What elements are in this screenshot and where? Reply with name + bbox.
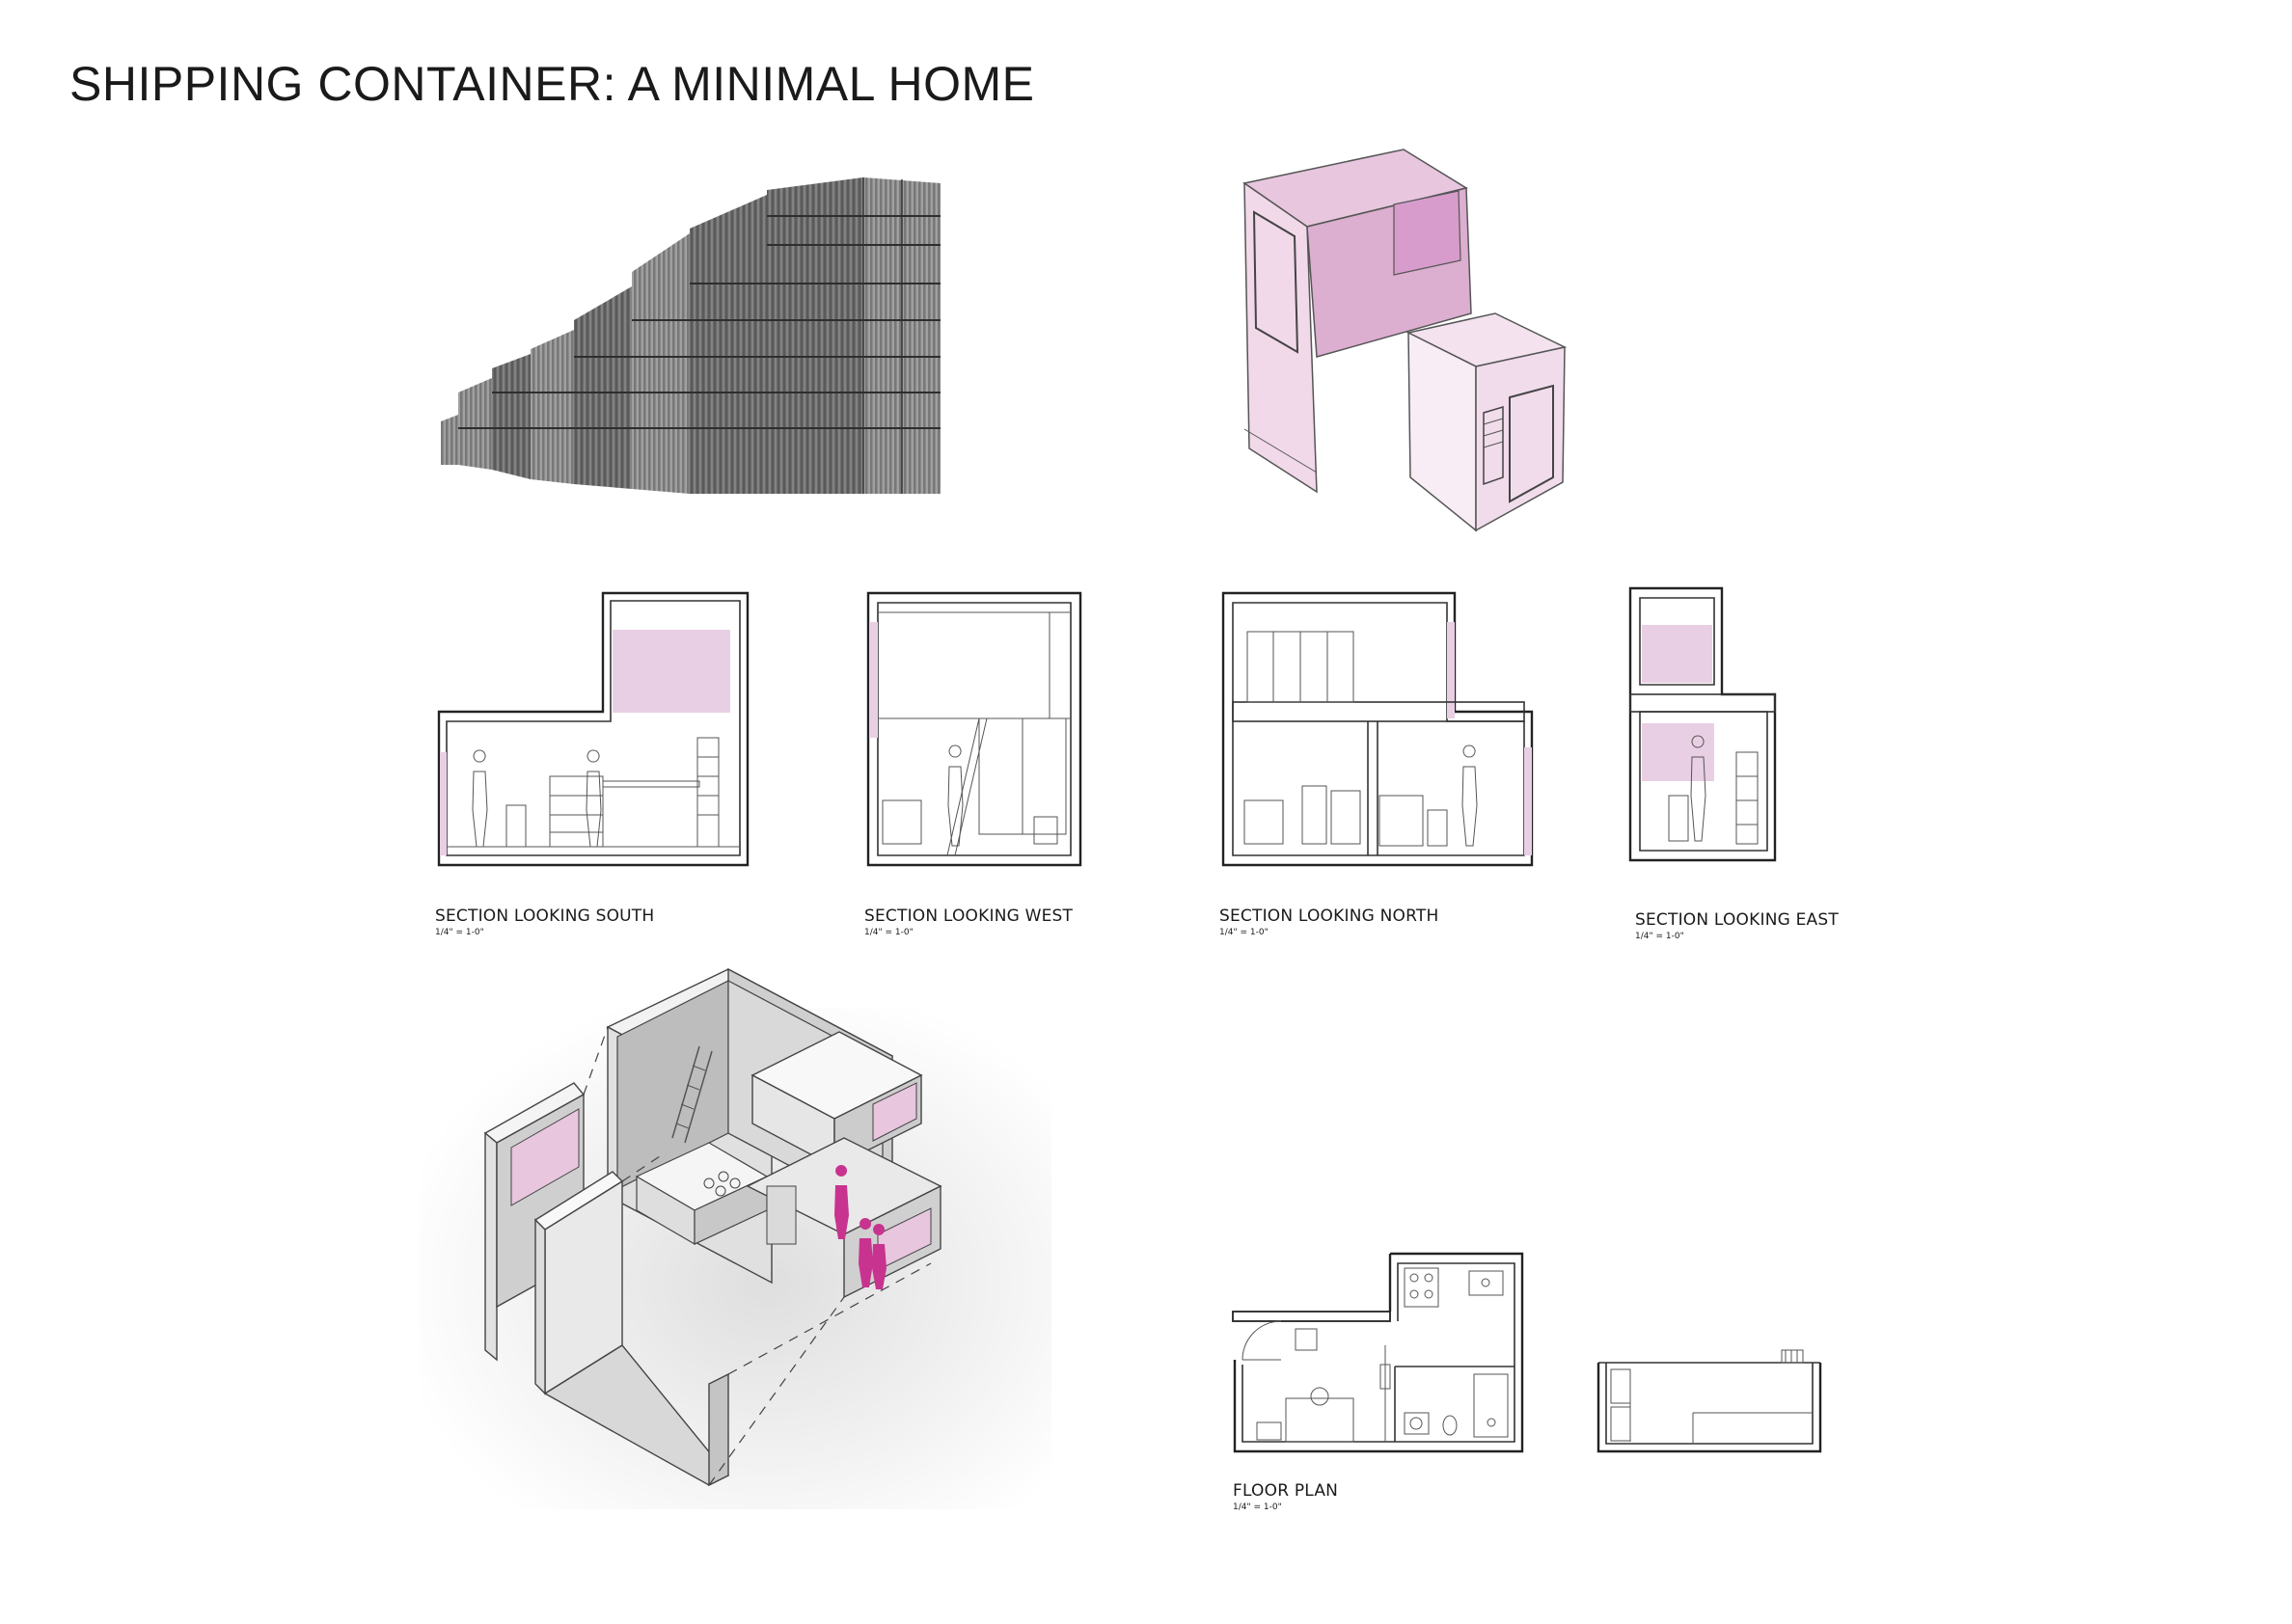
- section-south-caption: SECTION LOOKING SOUTH 1/4" = 1-0": [435, 907, 654, 937]
- section-east-label: SECTION LOOKING EAST: [1635, 910, 1839, 930]
- section-east-drawing: [1628, 586, 1777, 862]
- section-west-caption: SECTION LOOKING WEST 1/4" = 1-0": [864, 907, 1073, 937]
- loft-plan-drawing: [1596, 1349, 1822, 1453]
- section-east-caption: SECTION LOOKING EAST 1/4" = 1-0": [1635, 910, 1839, 941]
- section-north-scale: 1/4" = 1-0": [1219, 928, 1269, 937]
- section-south-scale: 1/4" = 1-0": [435, 928, 484, 937]
- section-south-label: SECTION LOOKING SOUTH: [435, 907, 655, 926]
- section-east-scale: 1/4" = 1-0": [1635, 932, 1684, 941]
- section-south-drawing: [437, 591, 750, 867]
- section-north-caption: SECTION LOOKING NORTH 1/4" = 1-0": [1219, 907, 1438, 937]
- interior-axonometric: [420, 967, 1051, 1509]
- page-title: SHIPPING CONTAINER: A MINIMAL HOME: [69, 57, 1035, 111]
- section-west-scale: 1/4" = 1-0": [864, 928, 914, 937]
- section-north-drawing: [1221, 591, 1534, 867]
- floor-plan-caption: FLOOR PLAN 1/4" = 1-0": [1233, 1481, 1338, 1512]
- floor-plan-drawing: [1232, 1252, 1524, 1453]
- floor-plan-scale: 1/4" = 1-0": [1233, 1502, 1282, 1512]
- section-north-label: SECTION LOOKING NORTH: [1219, 907, 1439, 926]
- section-west-label: SECTION LOOKING WEST: [864, 907, 1074, 926]
- exterior-isometric: [1242, 149, 1568, 532]
- container-stack-photo: [441, 177, 941, 494]
- section-west-drawing: [866, 591, 1082, 867]
- floor-plan-label: FLOOR PLAN: [1233, 1481, 1339, 1501]
